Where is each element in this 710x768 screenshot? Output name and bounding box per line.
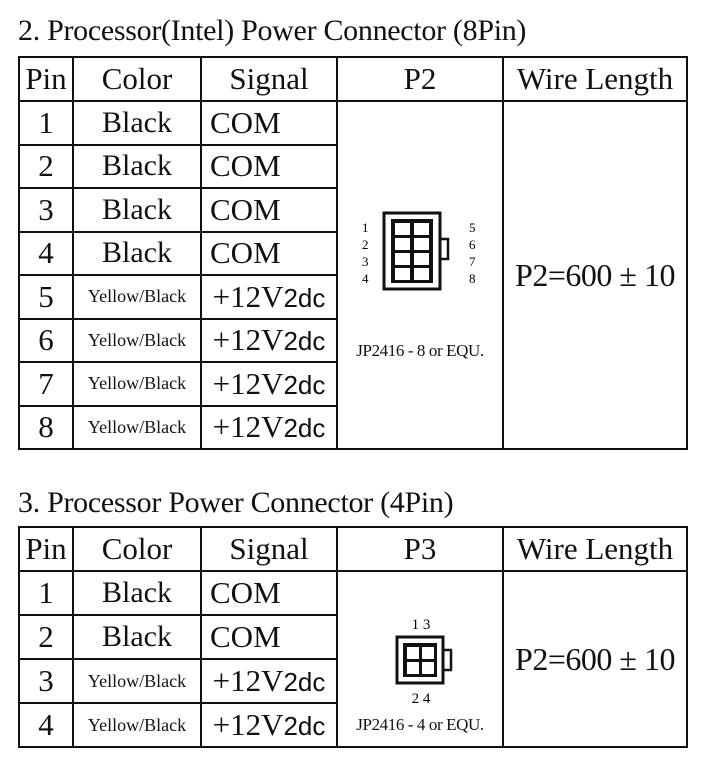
signal-cell: COM	[200, 570, 338, 616]
pin-number-label: 8	[469, 271, 476, 286]
pin-cell: 7	[18, 361, 74, 407]
table-row: 6 Yellow/Black +12V2dc	[18, 317, 687, 363]
signal-voltage: +12V	[212, 278, 284, 314]
signal-suffix: 2dc	[283, 711, 326, 741]
signal-voltage: +12V	[212, 365, 284, 401]
table-header-row: Pin Color Signal P2 Wire Length	[18, 56, 688, 102]
pin-cell: 1	[18, 100, 74, 146]
color-cell: Yellow/Black	[72, 317, 202, 363]
signal-cell: COM	[200, 100, 338, 146]
pin-cell: 2	[18, 143, 74, 189]
signal-voltage: +12V	[212, 409, 284, 445]
connector-cell: 1 3 2 4 JP2416 - 4 or EQU.	[336, 570, 504, 748]
signal-suffix: 2dc	[283, 369, 326, 400]
table-row: 3 Yellow/Black +12V2dc	[18, 658, 687, 704]
section-title-8pin: 2. Processor(Intel) Power Connector (8Pi…	[18, 14, 527, 47]
signal-cell: +12V2dc	[200, 361, 338, 407]
signal-suffix: 2dc	[283, 326, 326, 357]
signal-cell: COM	[200, 614, 338, 660]
section-title-4pin: 3. Processor Power Connector (4Pin)	[18, 486, 454, 519]
color-cell: Black	[72, 100, 202, 146]
color-cell: Yellow/Black	[72, 274, 202, 320]
signal-suffix: 2dc	[283, 282, 326, 313]
table-row: 2 Black COM	[18, 614, 687, 660]
table-row: 4 Yellow/Black +12V2dc	[18, 702, 687, 748]
pin-cell: 4	[18, 230, 74, 276]
header-connector: P3	[336, 526, 504, 572]
pin-number-label: 3	[362, 254, 369, 269]
wire-length-cell: P2=600 ± 10	[502, 100, 688, 450]
pin-cell: 1	[18, 570, 74, 616]
pin-cell: 4	[18, 702, 74, 748]
pin-number-label: 6	[469, 237, 476, 252]
header-wire-length: Wire Length	[502, 56, 688, 102]
pin-cell: 3	[18, 187, 74, 233]
header-wire-length: Wire Length	[502, 526, 688, 572]
color-cell: Black	[72, 187, 202, 233]
connector-4pin-icon	[395, 635, 453, 685]
header-color: Color	[72, 526, 202, 572]
color-cell: Black	[72, 570, 202, 616]
color-cell: Yellow/Black	[72, 702, 202, 748]
connector-cell: 1 2 3 4 5 6 7 8	[336, 100, 504, 450]
pin-number-label: 5	[469, 220, 476, 235]
wire-length-cell: P2=600 ± 10	[502, 570, 688, 748]
pin-number-label: 1	[362, 220, 369, 235]
signal-cell: +12V2dc	[200, 702, 338, 748]
signal-cell: COM	[200, 230, 338, 276]
color-cell: Yellow/Black	[72, 361, 202, 407]
table-row: 3 Black COM	[18, 187, 687, 233]
header-pin: Pin	[18, 526, 74, 572]
pin-number-label: 2 4	[412, 691, 431, 707]
pinout-table-4pin: Pin Color Signal P3 Wire Length 1 Black …	[18, 526, 688, 748]
pin-cell: 6	[18, 317, 74, 363]
table-row: 1 Black COM 1 3 2 4 JP2416 - 4 or EQU.	[18, 570, 688, 748]
header-connector: P2	[336, 56, 504, 102]
pin-cell: 3	[18, 658, 74, 704]
pin-cell: 5	[18, 274, 74, 320]
table-row: 2 Black COM	[18, 143, 687, 189]
table-row: 4 Black COM	[18, 230, 687, 276]
table-row: 8 Yellow/Black +12V2dc	[18, 404, 687, 450]
pin-cell: 2	[18, 614, 74, 660]
color-cell: Black	[72, 614, 202, 660]
table-row: 7 Yellow/Black +12V2dc	[18, 361, 687, 407]
header-signal: Signal	[200, 56, 338, 102]
table-row: 1 Black COM 1 2 3 4 5 6 7 8	[18, 100, 688, 450]
color-cell: Yellow/Black	[72, 404, 202, 450]
color-cell: Black	[72, 143, 202, 189]
signal-suffix: 2dc	[283, 413, 326, 444]
connector-part-label: JP2416 - 8 or EQU.	[356, 341, 484, 360]
signal-cell: +12V2dc	[200, 274, 338, 320]
connector-diagram-4pin: 1 3 2 4 JP2416 - 4 or EQU.	[339, 573, 501, 745]
table-row: 5 Yellow/Black +12V2dc	[18, 274, 687, 320]
pin-number-label: 7	[469, 254, 476, 269]
signal-cell: COM	[200, 187, 338, 233]
connector-diagram-8pin: 1 2 3 4 5 6 7 8	[339, 109, 501, 441]
signal-voltage: +12V	[212, 322, 284, 358]
signal-voltage: +12V	[212, 707, 284, 742]
signal-suffix: 2dc	[283, 667, 326, 697]
table-header-row: Pin Color Signal P3 Wire Length	[18, 526, 688, 572]
connector-8pin-icon	[382, 211, 450, 291]
signal-cell: +12V2dc	[200, 404, 338, 450]
header-color: Color	[72, 56, 202, 102]
connector-4pin-drawing: 1 3 2 4	[395, 617, 453, 707]
pinout-table-8pin: Pin Color Signal P2 Wire Length 1 Black …	[18, 56, 688, 450]
pin-cell: 8	[18, 404, 74, 450]
header-signal: Signal	[200, 526, 338, 572]
signal-voltage: +12V	[212, 663, 284, 698]
pin-number-label: 4	[362, 271, 369, 286]
signal-cell: COM	[200, 143, 338, 189]
header-pin: Pin	[18, 56, 74, 102]
connector-8pin-drawing: 1 2 3 4 5 6 7 8	[362, 211, 476, 291]
signal-cell: +12V2dc	[200, 317, 338, 363]
color-cell: Yellow/Black	[72, 658, 202, 704]
color-cell: Black	[72, 230, 202, 276]
signal-cell: +12V2dc	[200, 658, 338, 704]
pin-number-label: 2	[362, 237, 369, 252]
pin-number-label: 1 3	[412, 617, 431, 633]
connector-part-label: JP2416 - 4 or EQU.	[356, 715, 484, 734]
